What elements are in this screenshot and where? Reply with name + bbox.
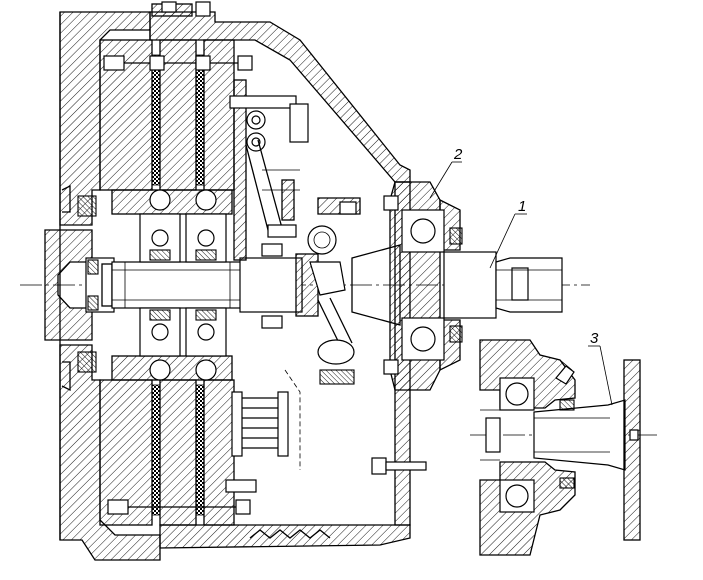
callout-3-label: 3: [590, 330, 599, 347]
main-shaft: [111, 253, 319, 317]
disc-hubs: [111, 189, 233, 381]
detail-output-flange: [479, 339, 641, 556]
release-bearing: [261, 197, 361, 385]
release-lever-upper: [229, 79, 309, 261]
callout-2-label: 2: [453, 146, 463, 163]
input-hub: [44, 184, 115, 392]
output-shaft: [443, 251, 563, 319]
top-bolts: [103, 55, 253, 515]
output-housing: [351, 181, 463, 391]
callout-2: 2: [429, 146, 463, 199]
callout-1-label: 1: [518, 198, 526, 215]
cross-bolt: [371, 457, 427, 475]
callout-1: 1: [489, 198, 527, 269]
return-springs: [225, 369, 331, 539]
friction-disc-pack-2: [99, 379, 235, 526]
callout-3: 3: [588, 330, 613, 406]
